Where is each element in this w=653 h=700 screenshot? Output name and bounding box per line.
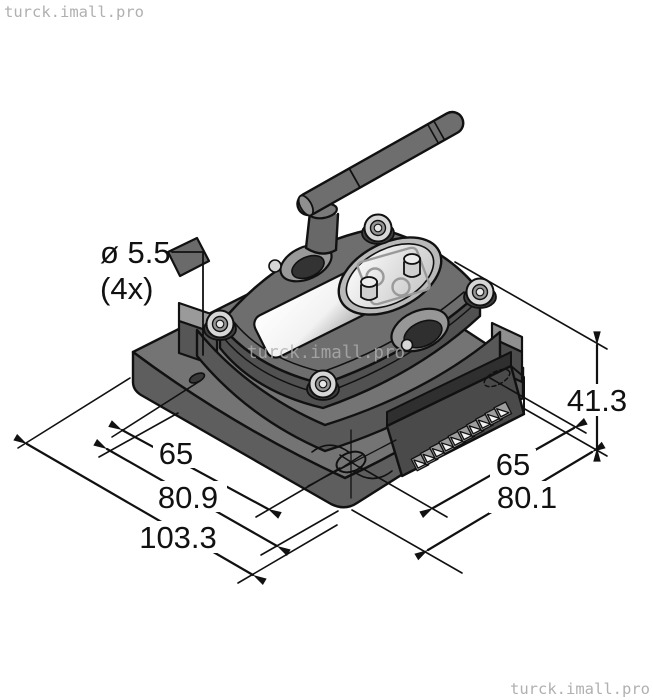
hole-diameter-note: ø 5.5 (100, 235, 171, 270)
screw-dome-right (463, 277, 497, 309)
screw-dome-bottom (306, 369, 340, 401)
dim-right-housing-depth: 80.1 (497, 480, 557, 515)
dim-left-hole-spacing: 65 (159, 436, 193, 471)
watermark-bottom-right: turck.imall.pro (510, 680, 650, 698)
dim-line-left-103-3 (13, 433, 267, 586)
dim-left-housing-width: 80.9 (158, 480, 218, 515)
watermark-top-left: turck.imall.pro (4, 3, 144, 21)
dimension-label-backgrounds (131, 384, 634, 553)
dim-left-overall-width: 103.3 (139, 520, 217, 555)
dim-height: 41.3 (567, 383, 627, 418)
window-post-top (403, 253, 421, 278)
rear-flange-tab (166, 236, 211, 278)
rotary-window (337, 236, 443, 316)
terminal-block-end-cap (510, 365, 525, 415)
dimension-texts: ø 5.5 (4x) 65 80.9 103.3 65 80.1 41.3 (100, 235, 627, 555)
lid-dot-right (400, 338, 414, 352)
watermark-center: turck.imall.pro (247, 343, 405, 363)
screw-dome-top (361, 213, 395, 245)
dim-right-hole-spacing: 65 (496, 447, 530, 482)
hole-note-leader (171, 251, 204, 356)
lid-dot-left (268, 259, 282, 273)
antenna (296, 110, 465, 255)
antenna-rod (296, 110, 465, 217)
antenna-base-cylinder (304, 210, 340, 255)
screw-dome-left (203, 309, 237, 341)
window-post-bottom (360, 276, 378, 301)
dimension-annotations (13, 251, 634, 586)
hole-count-note: (4x) (100, 271, 153, 306)
